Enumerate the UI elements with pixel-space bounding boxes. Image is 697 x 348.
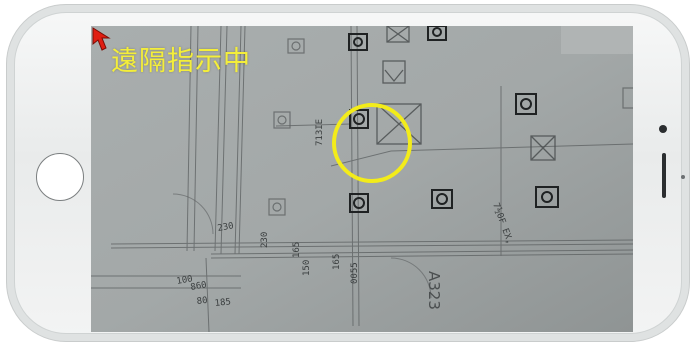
red-arrow-pointer-icon [92, 27, 111, 51]
blueprint-dim-j: 0055 [350, 262, 360, 284]
blueprint-dim-b: 860 [190, 280, 208, 293]
blueprint-dim-f: 230 [260, 232, 270, 248]
blueprint-dim-g: 165 [292, 242, 302, 258]
pointer-highlight-circle [332, 103, 412, 183]
front-camera-dot [681, 175, 685, 179]
blueprint-room-tag: 713IE [315, 119, 325, 146]
remote-instruction-status: 遠隔指示中 [111, 46, 251, 77]
front-sensor-dot [659, 125, 667, 133]
camera-view[interactable]: 713IE 100 860 80 185 230 230 165 150 165… [91, 26, 633, 332]
blueprint-dim-i: 165 [332, 254, 342, 270]
earpiece-speaker [662, 153, 666, 198]
blueprint-dim-c: 80 [196, 296, 208, 307]
home-button[interactable] [36, 153, 84, 201]
blueprint-dim-e: 230 [217, 221, 235, 234]
blueprint-dim-a: 100 [176, 274, 194, 287]
blueprint-room-number: A323 [425, 271, 443, 310]
blueprint-dim-h: 150 [302, 260, 312, 276]
blueprint-dim-d: 185 [214, 297, 231, 309]
